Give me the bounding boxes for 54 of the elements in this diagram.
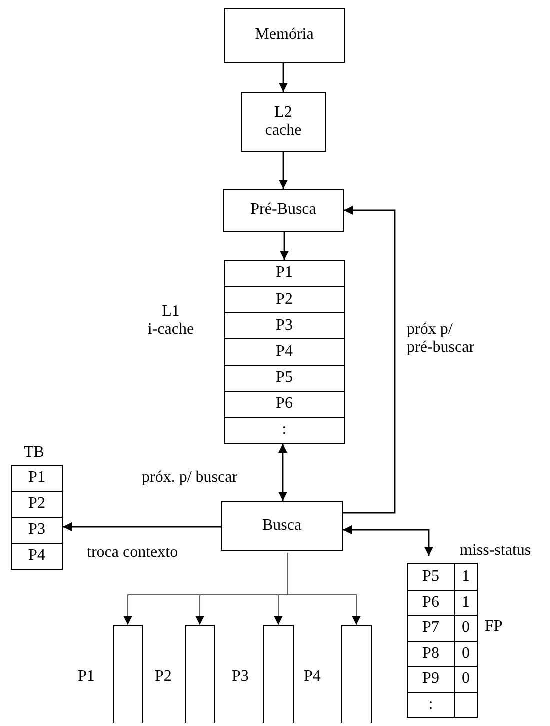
arrow (288, 552, 361, 626)
status-bit: 0 (454, 666, 477, 692)
process-box (224, 8, 345, 63)
arrow (278, 444, 288, 501)
table-entry: P6 (225, 390, 344, 417)
box-label: L2 cache (264, 104, 303, 140)
process-box (241, 92, 326, 152)
arrow (343, 526, 434, 556)
table (224, 260, 345, 444)
status-bit: 0 (454, 640, 477, 666)
edge-label: próx. p/ buscar (141, 469, 239, 488)
table-entry: P3 (12, 517, 62, 543)
node-caption: P3 (232, 668, 249, 686)
node-caption: P2 (155, 668, 172, 686)
buffer-bar (263, 625, 294, 723)
buffer-bar (341, 625, 372, 723)
arrow (343, 206, 396, 514)
node-caption: miss-status (460, 542, 532, 560)
arrow (280, 232, 289, 260)
table-entry: : (225, 416, 344, 443)
status-bit: 1 (454, 564, 477, 590)
node-caption: TB (24, 444, 44, 462)
table-entry: P9 (408, 666, 454, 692)
table-entry: P5 (422, 566, 440, 587)
status-bit: 0 (454, 615, 477, 640)
table-entry: P4 (12, 543, 62, 569)
buffer-bar (185, 625, 215, 723)
table-entry: P1 (28, 468, 46, 488)
table-entry: P4 (225, 338, 344, 365)
table-entry: P1 (275, 263, 294, 284)
arrow (279, 63, 288, 92)
box-label: Memória (255, 26, 314, 45)
node-caption: P4 (304, 668, 321, 686)
table (11, 465, 63, 570)
node-caption: L1 i-cache (146, 303, 196, 340)
table-entry: : (408, 692, 454, 717)
arrow (279, 152, 288, 189)
box-label: Pré-Busca (250, 201, 316, 220)
table-entry: P8 (408, 640, 454, 666)
table-entry: P6 (408, 590, 454, 615)
table-entry: P2 (12, 491, 62, 517)
table-entry: P3 (225, 312, 344, 338)
table-entry: P5 (225, 364, 344, 391)
buffer-bar (113, 625, 143, 723)
table-entry: P2 (225, 286, 344, 312)
process-box (221, 501, 343, 551)
arrow (63, 522, 221, 532)
table-entry: P7 (408, 615, 454, 640)
box-label: Busca (262, 516, 302, 536)
status-table (407, 563, 478, 718)
status-bit: 1 (454, 590, 477, 615)
process-box (223, 189, 344, 232)
node-caption: FP (485, 618, 503, 636)
node-caption: P1 (78, 668, 95, 686)
